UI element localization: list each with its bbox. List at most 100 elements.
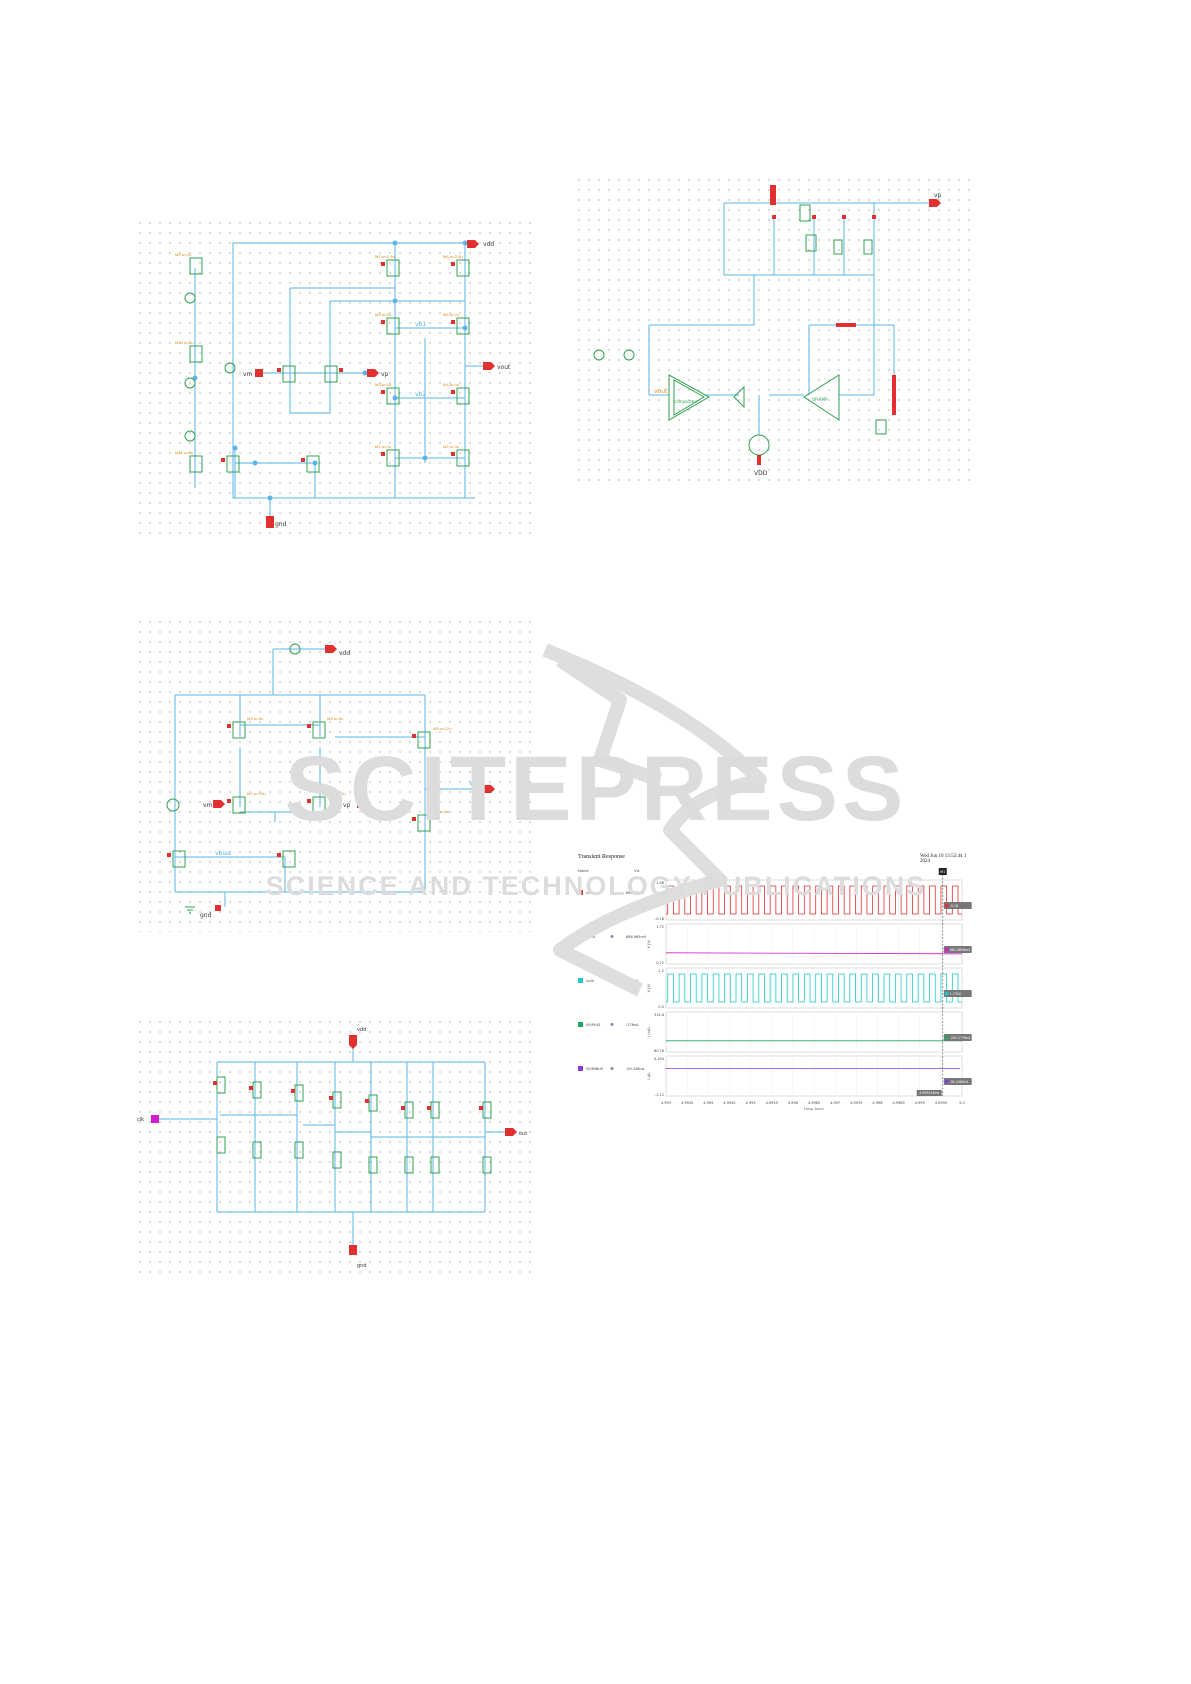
x-axis-label: time (ms): [804, 1107, 824, 1110]
y-tick-max: 314.6: [654, 1013, 664, 1017]
legend-visibility-icon: [610, 1023, 614, 1026]
x-tick-label: 4.9965: [808, 1101, 820, 1105]
cursor-readout-box: [943, 902, 972, 909]
net-vb2-label: vb2: [415, 391, 426, 398]
svg-text:M4 w=5u: M4 w=5u: [327, 716, 343, 721]
cursor-readout-dot: [944, 903, 949, 908]
svg-text:M5 w=2u: M5 w=2u: [375, 312, 391, 317]
cursor-readout-box: [943, 946, 972, 953]
vdd-label: vdd: [339, 650, 350, 657]
y-tick-min: 0.72: [656, 961, 664, 965]
svg-text:M2 w=1u: M2 w=1u: [443, 444, 459, 449]
svg-text:M11 w=2u: M11 w=2u: [175, 450, 193, 455]
x-tick-label: 4.9995: [935, 1101, 947, 1105]
pin-vdd-label: vdd: [483, 241, 494, 248]
legend-swatch: [578, 978, 583, 983]
x-tick-label: 4.9985: [892, 1101, 904, 1105]
x-tick-label: 4.9955: [766, 1101, 778, 1105]
cursor-readout-value: -0.18: [950, 904, 958, 908]
waveform-page: 1: [964, 854, 967, 859]
transient-response-figure: Transient Response Wed Jun 10 13:52:44 2…: [574, 848, 972, 1110]
x-tick-label: 4.993: [661, 1101, 671, 1105]
legend-trace-name: /I0/MINUS: [586, 1067, 604, 1071]
pin-vm-label: vm: [243, 371, 253, 378]
comparator-label: comparator: [674, 399, 698, 404]
vbias-label: vbias: [215, 850, 231, 857]
svg-text:M8 w=2.5u: M8 w=2.5u: [443, 254, 463, 259]
cursor-readout-value: 1.735V: [950, 992, 962, 996]
legend-header-vis: Vis: [634, 868, 640, 873]
legend-trace-name: /vout: [586, 891, 596, 895]
cursor-marker-label: M1: [940, 870, 945, 874]
legend-visibility-icon: [610, 891, 614, 894]
legend-swatch: [578, 934, 583, 939]
svg-text:M7 w=2.5u: M7 w=2.5u: [375, 254, 395, 259]
legend-trace-name: /I0/PLUS: [586, 1023, 601, 1027]
y-axis-label: V (V): [647, 983, 651, 992]
cursor-readout-box: [943, 1034, 972, 1041]
legend-trace-value: 868.35mV: [626, 891, 645, 895]
cursor-marker-tag: [938, 868, 947, 875]
svg-text:M5 w=12u: M5 w=12u: [433, 726, 452, 731]
cursor-readout-dot: [944, 1079, 949, 1084]
svg-text:M6 w=2u: M6 w=2u: [443, 312, 459, 317]
y-axis-label: I (A): [647, 1072, 651, 1080]
legend-trace-name: /vout: [586, 935, 596, 939]
x-tick-label: 5.0: [959, 1101, 965, 1105]
pin-vp-label: vp: [381, 371, 389, 378]
svg-text:M4 w=1u: M4 w=1u: [443, 382, 459, 387]
x-tick-label: 4.997: [830, 1101, 840, 1105]
x-tick-label: 4.998: [872, 1101, 882, 1105]
schematic-figure-1: M7 w=2.5u M8 w=2.5u M5 w=2u M6 w=2u M3 w=1…: [135, 218, 533, 536]
legend-swatch: [578, 1022, 583, 1027]
svg-text:M9 w=2u: M9 w=2u: [175, 252, 191, 257]
svg-text:M1 w=10u: M1 w=10u: [247, 791, 266, 796]
trace-line: [665, 952, 963, 955]
out-pin-label: out: [519, 1131, 527, 1137]
gnd-pin-label: gnd: [357, 1263, 367, 1269]
legend-swatch: [578, 1066, 583, 1071]
svg-text:M6 w=8u: M6 w=8u: [433, 809, 449, 814]
vm-label: vm: [203, 802, 213, 809]
y-axis-label: V (V): [647, 895, 651, 904]
net-vb1-label: vb1: [415, 321, 426, 328]
vdd-source-label: VDD: [754, 470, 768, 477]
legend-trace-value: 886.965mV: [626, 935, 647, 939]
x-tick-label: 4.995: [746, 1101, 756, 1105]
y-axis-label: V (V): [647, 939, 651, 948]
y-tick-min: -0.18: [655, 917, 664, 921]
cursor-readout-value: -282.2776nA: [950, 1036, 971, 1040]
schematic-4-drawing: comparator OP-AMP vout vp VDD: [593, 185, 942, 477]
svg-text:M3 w=1u: M3 w=1u: [375, 382, 391, 387]
cursor-time-box: [916, 1090, 942, 1096]
y-tick-min: -1.12: [655, 1093, 664, 1097]
vdd-pin-label: vdd: [357, 1027, 366, 1033]
vout-label: Vout: [469, 780, 483, 787]
y-tick-max: 1.98: [656, 881, 664, 885]
svg-text:M1 w=1u: M1 w=1u: [375, 444, 391, 449]
x-tick-label: 4.9935: [681, 1101, 693, 1105]
legend-visibility-icon: [610, 979, 614, 982]
y-tick-max: 1.72: [656, 925, 664, 929]
cursor-readout-value: -91.2480nA: [950, 1080, 969, 1084]
x-tick-label: 4.9945: [723, 1101, 735, 1105]
trace-line: [665, 1068, 960, 1069]
legend-visibility-icon: [610, 935, 614, 938]
clk-pin-label: clk: [137, 1117, 144, 1123]
schematic-3-drawing: vdd gnd clk out: [137, 1027, 527, 1269]
legend-header-name: Name: [578, 868, 589, 873]
cursor-readout-dot: [944, 1035, 949, 1040]
pin-vout-label: vout: [497, 364, 511, 371]
x-tick-label: 4.996: [788, 1101, 798, 1105]
svg-text:M2 w=10u: M2 w=10u: [327, 791, 346, 796]
cursor-readout-dot: [944, 991, 949, 996]
legend-trace-name: /vclk: [586, 979, 595, 983]
y-tick-min: 60.76: [654, 1049, 664, 1053]
pin-gnd-label: gnd: [275, 521, 287, 528]
vp-label: vp: [343, 802, 351, 809]
waveform-plot: /vout 868.35mV 1.98 -0.18 V (V) -0.18/vout 886…: [578, 868, 972, 1110]
schematic-figure-3: vdd gnd clk out: [135, 1017, 533, 1277]
waveform-timestamp: Wed Jun 10 13:52:44 2024: [920, 854, 963, 864]
cursor-readout-value: 882.0856mV: [950, 948, 971, 952]
